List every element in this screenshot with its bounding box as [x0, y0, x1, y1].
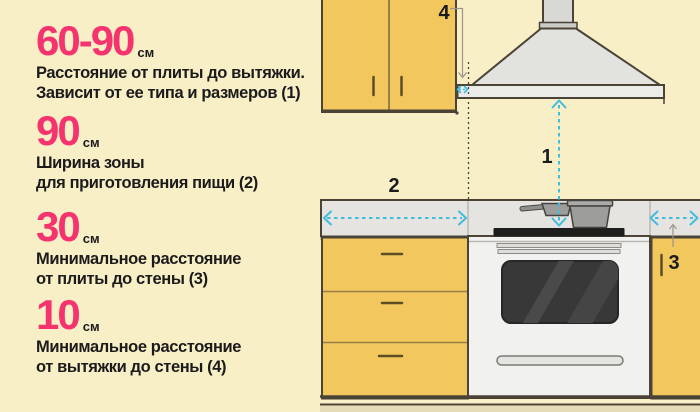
- stove-vent: [496, 243, 622, 248]
- distance-value: 90: [36, 107, 81, 154]
- distance-description: Минимальное расстояние от вытяжки до сте…: [36, 337, 241, 377]
- value-row: 10 см: [36, 294, 241, 336]
- description-line: от вытяжки до стены (4): [36, 358, 227, 376]
- cooktop: [493, 228, 625, 237]
- measure-label-3: 3: [668, 252, 679, 274]
- plinth-floor: [320, 395, 700, 412]
- measure-stove-wall-gap: 3: [649, 210, 699, 274]
- stove: [467, 228, 651, 399]
- value-row: 30 см: [36, 206, 241, 248]
- wall-cabinet: [321, 0, 459, 115]
- pot: [566, 199, 614, 229]
- distance-description: Расстояние от плиты до вытяжки. Зависит …: [36, 63, 305, 103]
- description-line: Ширина зоны: [36, 154, 145, 172]
- measure-label-2: 2: [388, 175, 399, 197]
- description-line: Зависит от ее типа и размеров (1): [36, 84, 301, 102]
- info-item-hood-wall: 10 см Минимальное расстояние от вытяжки …: [36, 294, 241, 377]
- hood-duct: [542, 0, 574, 24]
- oven-handle: [496, 355, 624, 366]
- description-line: Минимальное расстояние: [36, 338, 242, 356]
- distance-unit: см: [82, 319, 100, 334]
- measure-label-4: 4: [438, 2, 450, 24]
- distance-unit: см: [82, 231, 100, 246]
- measure-zone-width: 2: [323, 175, 467, 226]
- measurements-panel: 60-90 см Расстояние от плиты до вытяжки.…: [0, 0, 320, 412]
- value-row: 90 см: [36, 110, 258, 152]
- description-line: Расстояние от плиты до вытяжки.: [36, 64, 305, 82]
- distance-value: 10: [36, 291, 81, 338]
- distance-value: 60-90: [36, 17, 135, 64]
- measure-label-1: 1: [541, 146, 552, 168]
- kitchen-diagram: 1 2 3 4: [320, 0, 700, 412]
- base-cabinet-left: [321, 236, 469, 400]
- hood-canopy: [471, 27, 661, 86]
- description-line: от плиты до стены (3): [36, 270, 208, 288]
- base-cabinet-right: [650, 236, 700, 400]
- distance-description: Минимальное расстояние от плиты до стены…: [36, 249, 241, 289]
- range-hood: [456, 0, 665, 104]
- distance-unit: см: [137, 45, 155, 60]
- stove-vent: [497, 249, 621, 254]
- description-line: Минимальное расстояние: [36, 250, 242, 268]
- hood-rim: [456, 84, 665, 99]
- distance-value: 30: [36, 203, 81, 250]
- frying-pan: [519, 202, 572, 217]
- info-item-stove-wall: 30 см Минимальное расстояние от плиты до…: [36, 206, 241, 289]
- info-item-zone-width: 90 см Ширина зоны для приготовления пищи…: [36, 110, 258, 193]
- info-item-hood-distance: 60-90 см Расстояние от плиты до вытяжки.…: [36, 20, 305, 103]
- distance-unit: см: [82, 135, 100, 150]
- measure-hood-distance: 1: [541, 99, 567, 227]
- measure-hood-wall-gap: 4: [438, 2, 469, 94]
- distance-description: Ширина зоны для приготовления пищи (2): [36, 153, 258, 193]
- description-line: для приготовления пищи (2): [36, 174, 258, 192]
- value-row: 60-90 см: [36, 20, 305, 62]
- oven-window-reflection: [515, 261, 618, 323]
